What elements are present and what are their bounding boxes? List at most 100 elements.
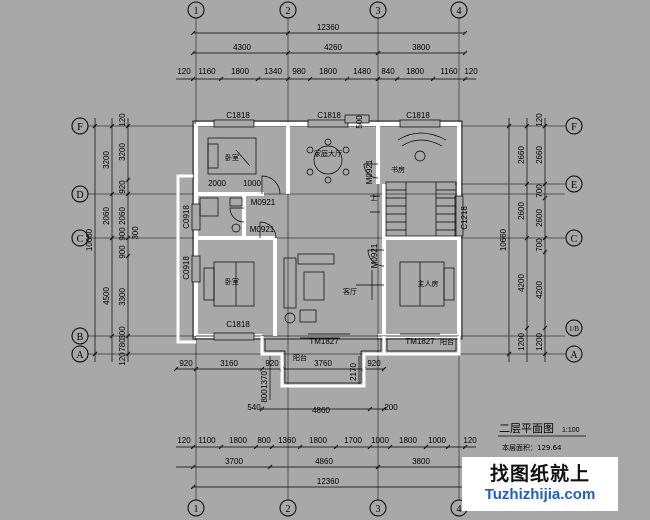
dim-right-inner: 120 <box>535 113 544 127</box>
window-c0918-label: C0918 <box>182 256 191 280</box>
window-c1218-label: C1218 <box>460 206 469 230</box>
axis-row-f-left: F <box>77 122 83 133</box>
room-balcony-side: 阳台 <box>440 337 454 346</box>
room-family-hall: 家庭大厅 <box>314 149 342 158</box>
dim-top-mid: 3800 <box>412 43 430 52</box>
doors <box>229 163 440 339</box>
dim-left-inner: 120 <box>118 352 127 366</box>
watermark-cn: 找图纸就上 <box>489 463 590 485</box>
dim-bottom-total: 12360 <box>317 477 340 486</box>
dim-bottom-mid: 3700 <box>225 457 243 466</box>
study-desk <box>397 132 447 162</box>
dim-balcony: 920 <box>265 359 279 368</box>
dim-bottom-detail: 1800 <box>309 436 327 445</box>
dim-left-inner: 2060 <box>118 207 127 225</box>
window-c1818-label: C1818 <box>317 111 341 120</box>
dim-left-mid: 2060 <box>102 207 111 225</box>
door-m0921-label: M0921 <box>365 159 374 184</box>
dim-bottom-detail: 120 <box>463 436 477 445</box>
axis-col-2-bottom: 2 <box>286 504 291 515</box>
balcony-structure <box>260 336 461 388</box>
axis-row-b-left: B <box>77 332 84 343</box>
bed-master <box>399 261 455 307</box>
dim-bottom-detail: 1000 <box>371 436 389 445</box>
dim-bottom-detail: 1360 <box>278 436 296 445</box>
windows <box>191 114 464 341</box>
room-living-hall: 客厅 <box>343 287 357 296</box>
dim-bottom-detail: 1700 <box>344 436 362 445</box>
dim-right-inner: 2660 <box>535 146 544 164</box>
dim-small: 1370 <box>260 371 269 389</box>
dim-top-detail: 1480 <box>353 67 371 76</box>
window-c1818-label: C1818 <box>226 320 250 329</box>
window-c0918-label: C0918 <box>182 205 191 229</box>
bay-projection <box>176 174 196 344</box>
axis-row-a-left: A <box>76 350 84 361</box>
dim-top-detail: 120 <box>464 67 478 76</box>
dim-left-inner: 300 <box>131 226 140 240</box>
watermark-en: Tuzhizhijia.com <box>484 486 596 503</box>
axis-col-3-top: 3 <box>376 6 381 17</box>
dim-right-mid: 2600 <box>517 202 526 220</box>
room-bedroom-sw: 卧室 <box>225 277 239 286</box>
dim-balcony-lower: 200 <box>384 403 398 412</box>
bathroom-fixtures <box>199 197 243 233</box>
dim-left-outer: 10660 <box>85 228 94 251</box>
axis-bubbles <box>71 1 583 517</box>
dimension-text-horizontal: 12360 4300 4260 3800 120 1160 1800 1340 … <box>177 23 478 486</box>
dim-right-inner: 700 <box>535 238 544 252</box>
axis-row-c-left: C <box>77 234 84 245</box>
dim-right-outer: 10660 <box>499 228 508 251</box>
dim-left-inner: 920 <box>118 180 127 194</box>
dim-right-inner: 1200 <box>517 333 526 351</box>
dim-bottom-detail: 120 <box>177 436 191 445</box>
door-m0921-label: M0921 <box>251 198 276 207</box>
axis-col-4-bottom: 4 <box>457 504 462 515</box>
dim-left-inner: 3200 <box>118 143 127 161</box>
axis-row-f-right: F <box>571 122 577 133</box>
dim-top-detail: 840 <box>381 67 395 76</box>
dim-small: 800 <box>260 389 269 403</box>
dim-balcony: 920 <box>179 359 193 368</box>
room-bedroom-nw: 卧室 <box>225 153 239 162</box>
dim-top-detail: 120 <box>177 67 191 76</box>
axis-row-1b-right: 1/B <box>569 325 579 333</box>
room-labels: 卧室 卧室 主人房 客厅 家庭大厅 书房 阳台 阳台 上 <box>225 149 454 362</box>
axis-col-3-bottom: 3 <box>376 504 381 515</box>
dim-bottom-detail: 800 <box>257 436 271 445</box>
dining-table <box>306 138 350 184</box>
dim-bottom-mid: 3800 <box>412 457 430 466</box>
dim-top-detail: 980 <box>292 67 306 76</box>
bed-nw <box>207 137 257 175</box>
axis-row-a-right: A <box>570 350 578 361</box>
dim-top-detail: 1340 <box>264 67 282 76</box>
dim-bottom-detail: 1800 <box>399 436 417 445</box>
dim-balcony-lower: 540 <box>247 403 261 412</box>
stair-up-label: 上 <box>371 193 378 202</box>
plan-area: 本层面积：129.64 <box>502 443 562 452</box>
dim-bottom-detail: 1100 <box>198 436 216 445</box>
dim-right-inner: 700 <box>535 184 544 198</box>
dim-right-inner: 4200 <box>535 281 544 299</box>
dim-500-label: 500 <box>355 115 364 129</box>
dim-top-total: 12360 <box>317 23 340 32</box>
axis-row-c-right: C <box>571 234 578 245</box>
room-balcony-main: 阳台 <box>293 353 307 362</box>
balcony-rail <box>264 339 457 384</box>
dim-top-detail: 1800 <box>319 67 337 76</box>
dim-2000-label: 2000 <box>208 179 226 188</box>
dim-top-detail: 1800 <box>406 67 424 76</box>
bed-sw <box>203 261 255 307</box>
dim-left-inner: 120 <box>118 113 127 127</box>
dim-right-mid: 4200 <box>517 274 526 292</box>
axis-col-2-top: 2 <box>286 6 291 17</box>
axis-grid <box>88 18 565 500</box>
dim-left-inner: 300 <box>118 326 127 340</box>
dim-left-mid: 3200 <box>102 151 111 169</box>
dimension-lines <box>94 32 546 488</box>
dim-left-inner: 3300 <box>118 288 127 306</box>
room-study: 书房 <box>391 165 405 174</box>
window-c1818-label: C1818 <box>226 111 250 120</box>
dim-balcony-lower: 4860 <box>312 406 330 415</box>
dimension-ticks <box>92 30 548 490</box>
